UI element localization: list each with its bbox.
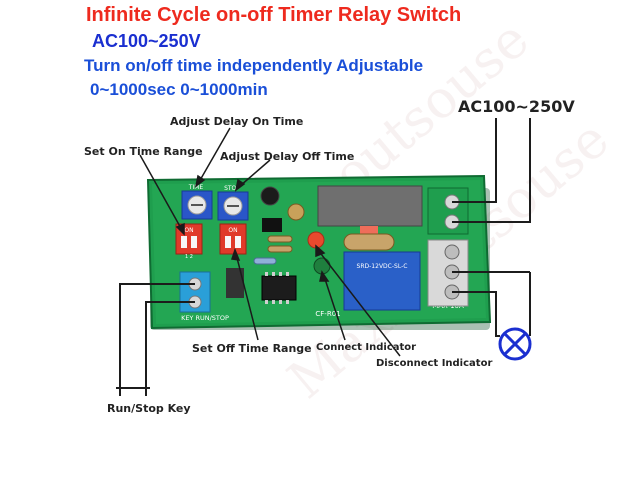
time-ranges-text: 0~1000sec 0~1000min <box>90 80 268 99</box>
capacitor-large <box>260 186 280 206</box>
label-adjust-delay-on: Adjust Delay On Time <box>170 115 304 128</box>
dip-off-text: ON <box>228 227 237 234</box>
arrow-on-range <box>139 154 183 231</box>
label-set-on-range: Set On Time Range <box>84 145 203 158</box>
ic-pins <box>265 272 289 304</box>
arrowhead-adjust-on <box>194 174 206 188</box>
arrow-disconnect <box>317 249 401 357</box>
dip-on-text: ON <box>184 227 193 234</box>
resistor-1 <box>267 235 293 243</box>
dip-on-numbers: 1 2 <box>185 254 193 260</box>
relay <box>343 251 421 311</box>
dip-off-toggle-2 <box>235 236 241 248</box>
arrow-adjust-off <box>239 159 271 187</box>
terminal-block-power <box>427 187 469 235</box>
terminal-block-key <box>179 271 211 313</box>
arrowhead-connect <box>319 270 330 282</box>
arrowhead-off-range <box>231 247 241 261</box>
wire-key-2 <box>145 301 195 388</box>
arrowhead-disconnect <box>315 244 326 258</box>
pot-on-time <box>181 190 213 220</box>
dip-on-toggle-1 <box>181 236 187 248</box>
arrow-connect <box>323 275 346 341</box>
wire-ac-1 <box>452 118 497 203</box>
ic-chip <box>261 275 297 301</box>
arrowhead-adjust-off <box>234 178 246 192</box>
lamp-icon <box>498 327 532 361</box>
relay-model-text: SRD-12VDC-SL-C <box>357 263 408 270</box>
power-module <box>317 185 423 227</box>
capacitor-yellow <box>287 203 305 221</box>
key-switch-icon <box>116 387 150 396</box>
label-disconnect-indicator: Disconnect Indicator <box>376 358 493 369</box>
wire-ac-2 <box>452 118 531 223</box>
label-run-stop-key: Run/Stop Key <box>107 402 191 415</box>
arrow-adjust-on <box>198 127 231 183</box>
label-connect-indicator: Connect Indicator <box>316 342 417 353</box>
dip-switch-off-range: ON <box>219 223 247 255</box>
arrow-off-range <box>235 253 259 341</box>
label-ac-input: AC100~250V <box>458 97 575 116</box>
voltage-heading: AC100~250V <box>92 31 201 51</box>
pot-on-silkscreen: TIME <box>188 184 204 191</box>
resistor-2 <box>267 245 293 253</box>
key-silkscreen: KEY RUN/STOP <box>181 314 229 322</box>
inductor <box>343 233 395 251</box>
wire-load-2 <box>452 291 500 337</box>
transistor <box>262 218 282 232</box>
pot-off-silkscreen: STOP <box>224 185 240 192</box>
pot-off-time <box>217 191 249 221</box>
dip-off-toggle-1 <box>225 236 231 248</box>
dip-off-body <box>219 223 247 255</box>
wiring <box>119 118 531 388</box>
model-tag-text: CF-R01 <box>315 310 340 318</box>
product-title: Infinite Cycle on-off Timer Relay Switch <box>86 4 462 26</box>
terminal-screw-3 <box>444 244 460 260</box>
dip-on-toggle-2 <box>191 236 197 248</box>
label-adjust-delay-off: Adjust Delay Off Time <box>220 150 355 163</box>
callout-arrows <box>139 127 401 357</box>
capacitor-small <box>226 268 244 298</box>
resistor-3 <box>253 257 277 265</box>
label-set-off-range: Set Off Time Range <box>192 342 312 355</box>
arrowhead-on-range <box>175 222 185 236</box>
subtitle-text: Turn on/off time independently Adjustabl… <box>84 56 424 75</box>
wire-key-1 <box>119 283 195 388</box>
